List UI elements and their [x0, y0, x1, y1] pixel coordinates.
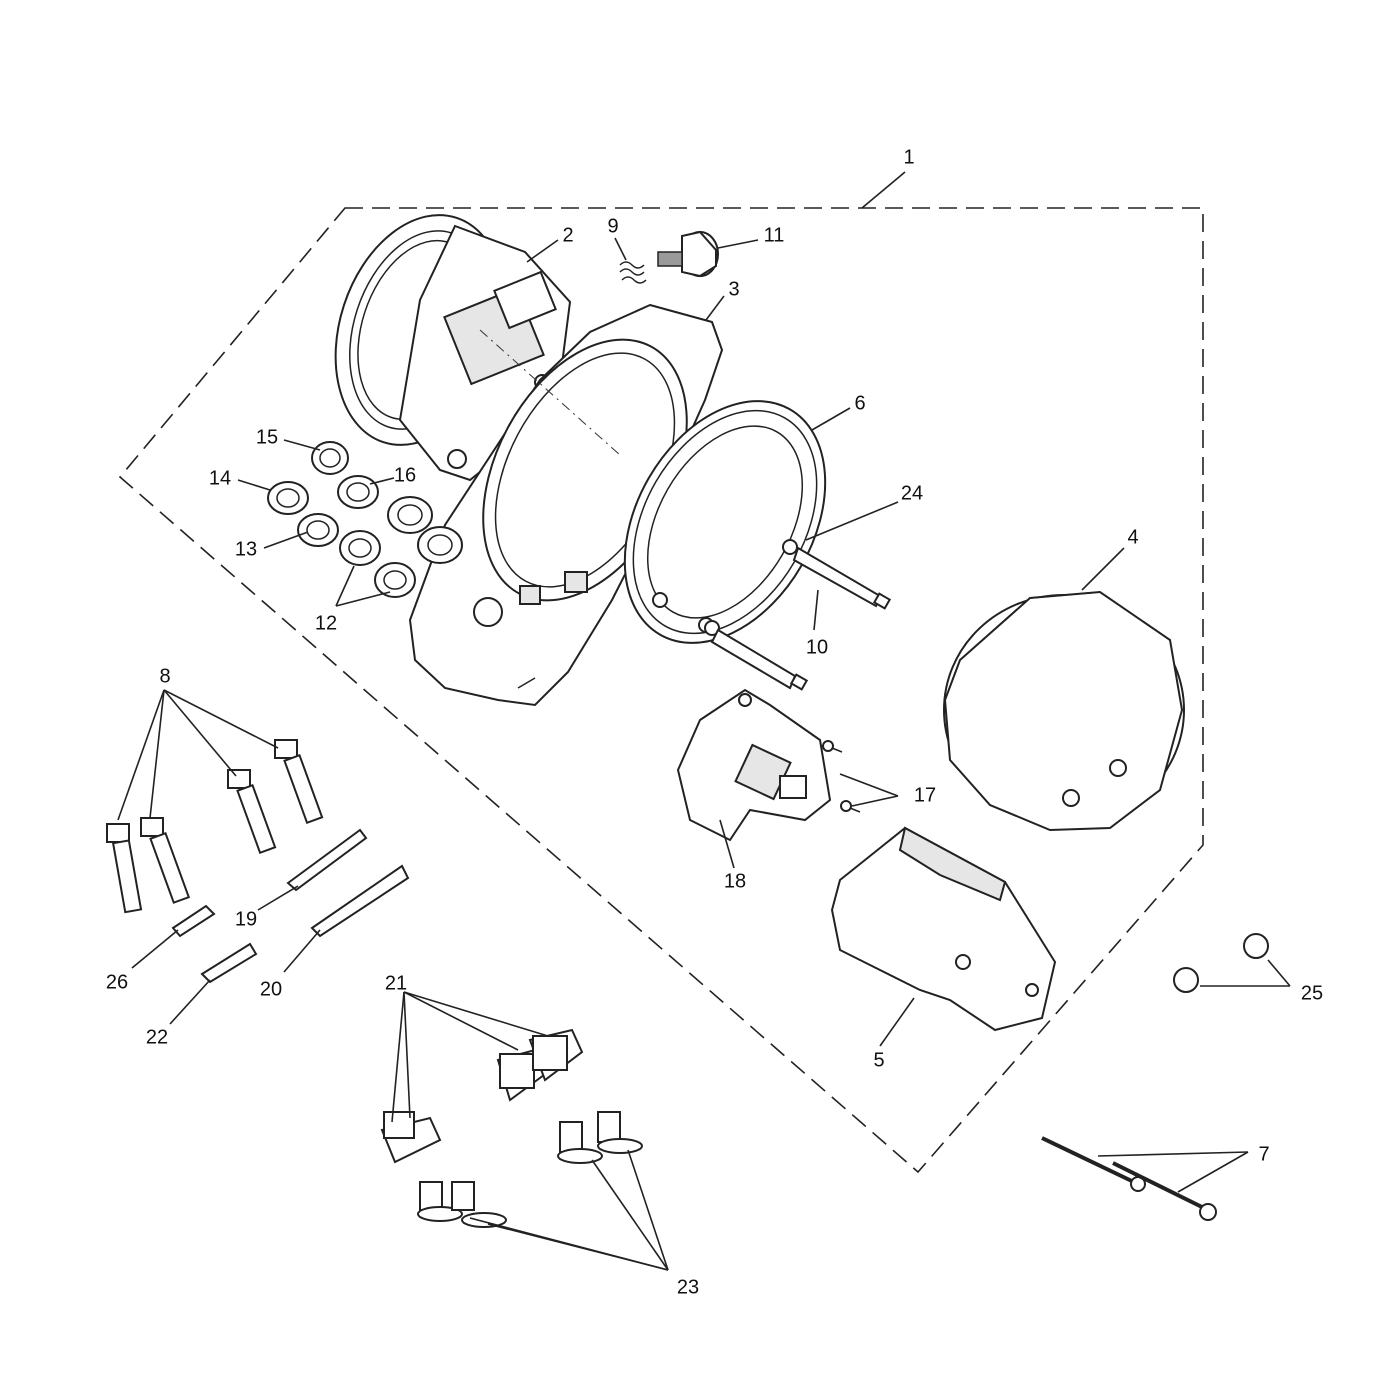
- callout-9: 9: [607, 215, 618, 237]
- callout-5: 5: [873, 1049, 884, 1071]
- part-11-knob: [657, 230, 719, 278]
- part-26-bracket: [171, 904, 216, 938]
- part-7-long-screws: [1041, 1136, 1217, 1221]
- callout-4: 4: [1127, 526, 1138, 548]
- part-20-plate: [310, 864, 410, 938]
- part-25-cap-nuts: [1173, 933, 1269, 993]
- part-5-lower-cover: [830, 826, 1057, 1032]
- part-13-ring: [297, 513, 339, 547]
- callout-6: 6: [854, 392, 865, 414]
- part-8-bolts: [106, 739, 324, 914]
- leader-lines: [117, 171, 1291, 1271]
- callout-21: 21: [385, 972, 407, 994]
- part-16-ring: [337, 475, 379, 509]
- part-22-bracket: [200, 942, 258, 984]
- callout-18: 18: [724, 870, 746, 892]
- part-4-rear-cover: [943, 590, 1185, 832]
- callout-26: 26: [106, 971, 128, 993]
- callout-25: 25: [1301, 982, 1323, 1004]
- part-23-bushings: [417, 1111, 643, 1228]
- callout-15: 15: [256, 426, 278, 448]
- callout-numbers: 1 2 3 4 5 6 7 8 9 10 11 12 13 14 15 16 1…: [106, 146, 1323, 1298]
- callout-12: 12: [315, 612, 337, 634]
- part-19-clip: [286, 828, 368, 892]
- callout-1: 1: [903, 146, 914, 168]
- callout-11: 11: [764, 224, 785, 246]
- assembly-boundary: [118, 207, 1204, 1174]
- part-21-grommets: [380, 1028, 584, 1164]
- part-15-ring: [311, 441, 349, 475]
- part-6-gasket-ring: [623, 400, 827, 644]
- callout-22: 22: [146, 1026, 168, 1048]
- callout-14: 14: [209, 467, 231, 489]
- callout-10: 10: [806, 636, 828, 658]
- part-24-washers: [704, 539, 798, 636]
- callout-23: 23: [677, 1276, 699, 1298]
- callout-3: 3: [728, 278, 739, 300]
- callout-8: 8: [159, 665, 170, 687]
- callout-17: 17: [914, 784, 936, 806]
- rings-set: [267, 441, 463, 598]
- callout-16: 16: [394, 464, 416, 486]
- part-9-spring: [619, 261, 647, 284]
- callout-19: 19: [235, 908, 257, 930]
- callout-2: 2: [562, 224, 573, 246]
- callout-24: 24: [901, 482, 923, 504]
- part-12-ring: [339, 496, 463, 598]
- callout-13: 13: [235, 538, 257, 560]
- part-10-spacer-posts: [710, 546, 892, 691]
- part-14-ring: [267, 481, 309, 515]
- part-17-screws: [822, 740, 861, 813]
- callout-7: 7: [1258, 1143, 1269, 1165]
- part-18-connector-housing: [676, 688, 832, 842]
- callout-20: 20: [260, 978, 282, 1000]
